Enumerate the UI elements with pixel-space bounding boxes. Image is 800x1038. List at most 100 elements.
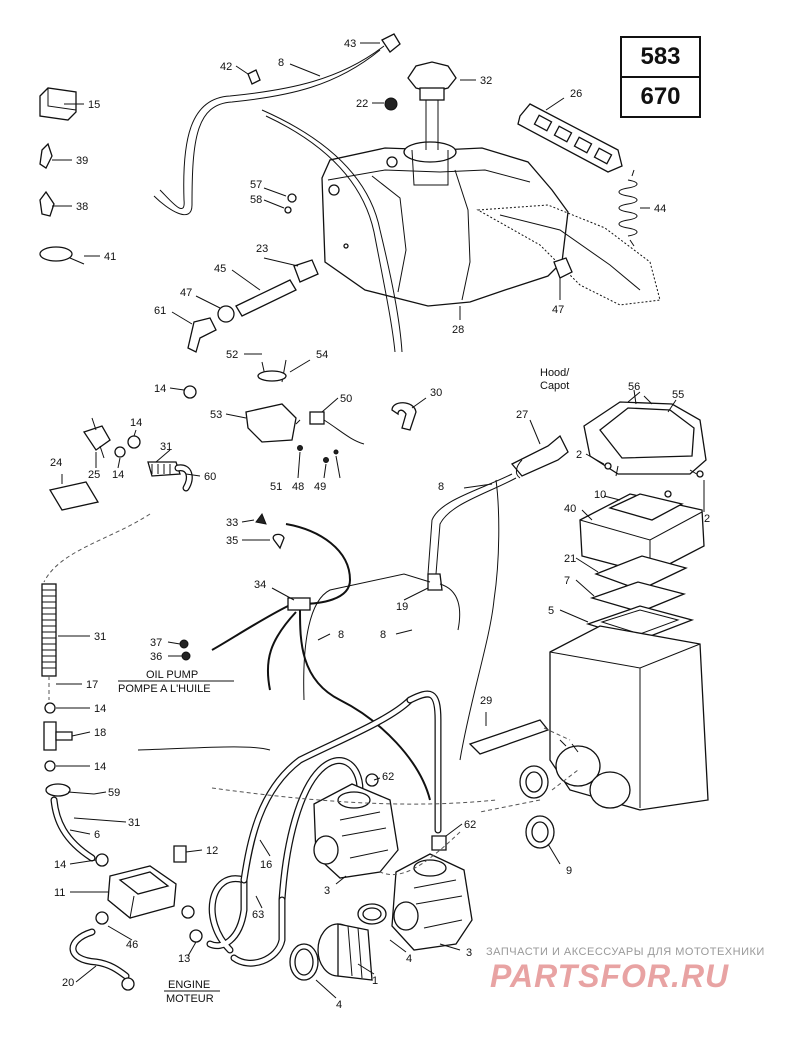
callout: 36 [150,651,162,663]
callout: 3 [466,947,472,959]
grommet [384,97,398,111]
callout: 18 [94,727,106,739]
watermark-logo: PARTSFOR.RU [490,958,730,994]
callout: 43 [344,38,356,50]
callout: 54 [316,349,328,361]
callout: 59 [108,787,120,799]
callout: 51 [270,481,282,493]
connector-50 [309,411,365,445]
tee-fitting-18 [43,721,73,751]
clamp-14 [183,385,197,399]
callout: 21 [564,553,576,565]
filler-cap [407,61,457,150]
callout: 61 [154,305,166,317]
callout: 44 [654,203,666,215]
callout: 46 [126,939,138,951]
callout: 14 [130,417,142,429]
carburetor-right [391,835,473,951]
callout: 50 [340,393,352,405]
fitting [293,259,319,283]
callout: 8 [380,629,386,641]
callout: 40 [564,503,576,515]
callout: 5 [548,605,554,617]
callout: 32 [480,75,492,87]
spring [618,169,638,247]
callout: 19 [396,601,408,613]
callout: 11 [54,887,65,899]
callout: 8 [338,629,344,641]
callout: 26 [570,88,582,100]
callout: 6 [94,829,100,841]
engine-caption-fr: MOTEUR [166,993,214,1005]
captions: Hood/ Capot OIL PUMP POMPE A L'HUILE ENG… [118,367,570,1005]
callout: 52 [226,349,238,361]
carburetor-left [313,773,399,879]
callout: 60 [204,471,216,483]
screw [287,193,297,203]
rubber-rings [519,765,555,849]
callout: 48 [292,481,304,493]
callout: 31 [128,817,140,829]
rubber-mount [553,257,573,279]
callout: 8 [278,57,284,69]
clip [247,69,261,85]
callout: 39 [76,155,88,167]
callout: 63 [252,909,264,921]
callout: 15 [88,99,100,111]
callout: 56 [628,381,640,393]
callout: 62 [382,771,394,783]
model-number-670: 670 [640,83,681,110]
callout: 20 [62,977,74,989]
callout: 12 [206,845,218,857]
callout: 4 [336,999,342,1011]
callout: 41 [104,251,116,263]
clamp [391,402,417,431]
model-number-583: 583 [622,38,699,78]
oil-level-sensor [245,359,301,443]
callout: 14 [54,859,66,871]
callout: 2 [704,513,710,525]
leader-lines [52,42,705,999]
callout: 31 [94,631,106,643]
oil-pump-caption-fr: POMPE A L'HUILE [118,683,211,695]
callout: 14 [94,761,106,773]
callout: 24 [50,457,62,469]
fuel-hose-31 [41,583,57,700]
tank-bracket [476,204,661,306]
callout: 47 [180,287,192,299]
callout: 53 [210,409,222,421]
callout: 55 [672,389,684,401]
callout: 22 [356,98,368,110]
intake-adaptor [317,923,373,981]
callout: 23 [256,243,268,255]
model-number-box: 583 670 [620,36,701,118]
callout: 38 [76,201,88,213]
clip-39 [39,142,53,169]
callout: 49 [314,481,326,493]
callout: 2 [576,449,582,461]
callout-numbers: 43 42 8 32 22 26 15 39 38 41 57 58 23 44… [50,38,710,1011]
tie-wrap [39,246,85,265]
callout: 3 [324,885,330,897]
callout: 45 [214,263,226,275]
elbow-fitting [381,33,401,53]
fuel-pump [107,865,177,919]
callout: 42 [220,61,232,73]
callout: 13 [178,953,190,965]
callout: 30 [430,387,442,399]
clip-38 [39,190,55,217]
bracket [468,719,550,755]
tee-fitting [82,417,111,459]
hood [583,391,707,477]
callout: 1 [372,975,378,987]
callout: 14 [94,703,106,715]
watermark-tagline: ЗАПЧАСТИ И АКСЕССУАРЫ ДЛЯ МОТОТЕХНИКИ [486,946,765,958]
connector-15 [39,87,77,121]
callout: 16 [260,859,272,871]
elbow-61 [187,317,217,353]
callout: 33 [226,517,238,529]
callout: 47 [552,304,564,316]
callout: 27 [516,409,528,421]
callout: 62 [464,819,476,831]
